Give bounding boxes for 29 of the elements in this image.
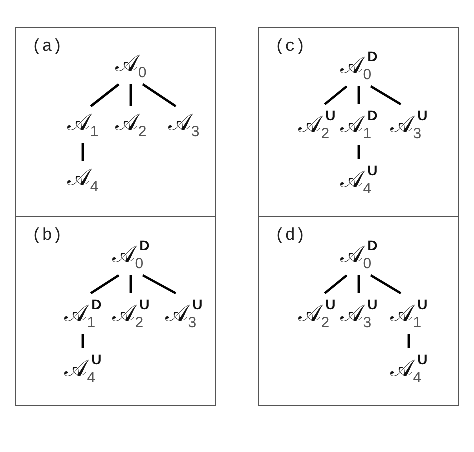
panel-label: (d) xyxy=(275,227,306,246)
tree-edge xyxy=(324,86,348,106)
tree-edge xyxy=(408,334,410,348)
tree-edge xyxy=(358,86,360,104)
panel-label: (a) xyxy=(32,38,63,57)
math-symbol: 𝒜$_{1}$ xyxy=(67,108,99,142)
panel-frame xyxy=(15,216,216,406)
math-symbol: 𝒜$_{2}$ xyxy=(115,108,147,142)
tree-edge xyxy=(90,274,120,294)
panel-label: (b) xyxy=(32,227,63,246)
math-symbol: 𝒜$_{0}$ xyxy=(115,50,147,82)
tree-edge xyxy=(130,84,132,106)
tree-edge xyxy=(82,144,84,162)
tree-edge xyxy=(90,84,120,108)
panel-frame xyxy=(258,216,459,406)
tree-edge xyxy=(324,274,348,294)
tree-edge xyxy=(358,276,360,294)
tree-edge xyxy=(130,276,132,294)
math-symbol: 𝒜$_{4}$ xyxy=(67,164,99,196)
panel-label: (c) xyxy=(275,38,306,57)
tree-edge xyxy=(82,334,84,348)
panel-frame xyxy=(258,27,459,217)
tree-edge xyxy=(142,84,177,108)
math-symbol: 𝒜$_{3}$ xyxy=(168,108,200,142)
tree-edge xyxy=(370,85,402,106)
tree-edge xyxy=(358,146,360,160)
panel-frame xyxy=(15,27,216,217)
tree-edge xyxy=(142,274,177,295)
tree-edge xyxy=(370,274,402,295)
